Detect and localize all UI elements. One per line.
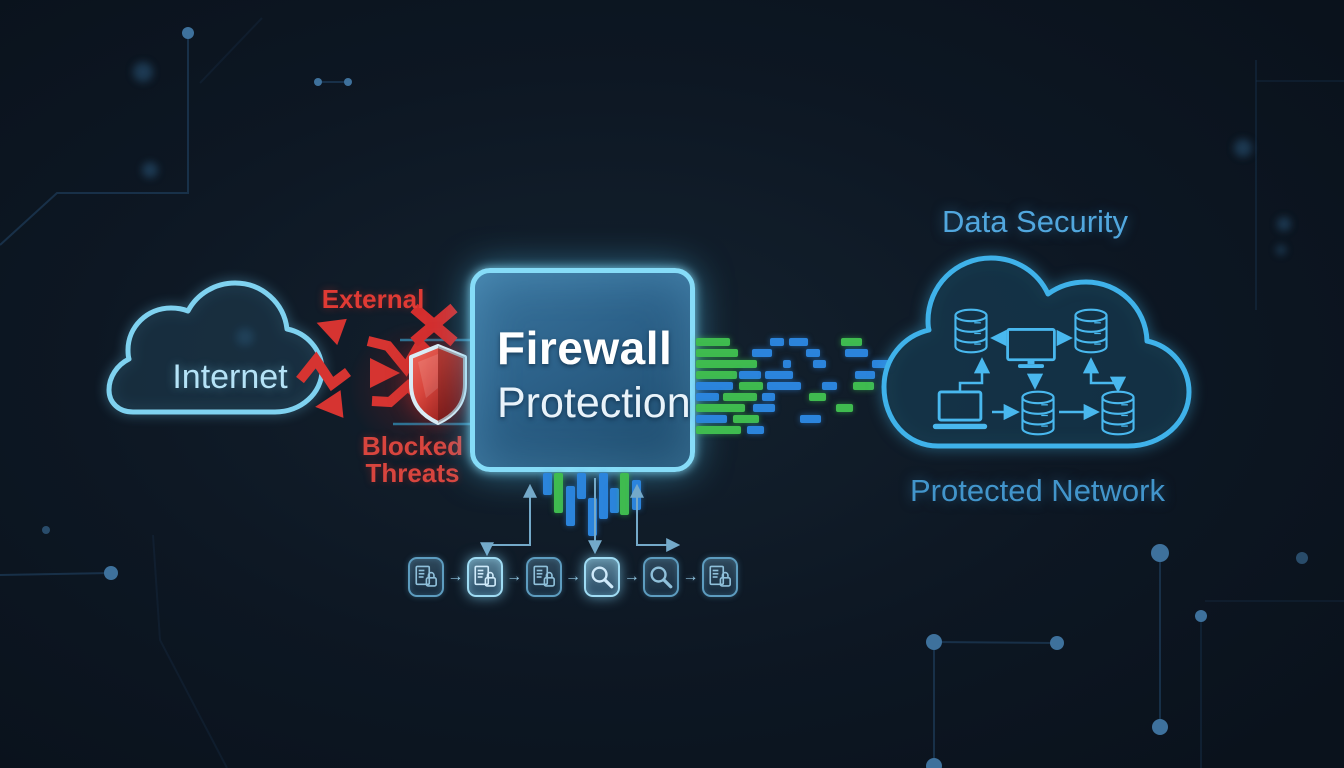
protected-network-label: Protected Network [910,473,1165,508]
packet-bar [806,349,820,357]
laptop-icon [931,390,989,431]
flow-arrow-icon: → [682,568,699,585]
firewall-subtitle: Protection [497,379,691,427]
packet-bar [783,360,791,368]
pipeline-step [525,557,562,597]
traffic-bar [632,480,641,510]
database-icon [1101,390,1135,436]
packet-bar [723,393,757,401]
packet-bar [770,338,784,346]
packet-bar [696,349,738,357]
shield-icon [409,344,467,425]
packet-bar [767,382,801,390]
firewall-title: Firewall [497,322,673,374]
packet-bar [696,404,745,412]
packet-bar [855,371,875,379]
internet-label: Internet [172,358,288,396]
packet-bar [739,382,763,390]
packet-stream [696,336,896,436]
document-lock-icon [707,564,733,590]
packet-bar [836,404,853,412]
database-icon [1021,390,1055,436]
packet-bar [696,360,757,368]
pipeline-step [584,557,621,597]
traffic-bar [620,473,629,515]
packet-bar [752,349,772,357]
packet-bar [696,382,733,390]
packet-bar [841,338,862,346]
external-label: External [321,284,425,314]
blocked-x-icon [410,303,458,347]
protected-network-nodes [931,308,1135,436]
protected-cloud-icon [881,255,1192,449]
traffic-bar [566,486,575,526]
packet-bar [872,360,890,368]
packet-bar [696,426,741,434]
packet-bar [809,393,826,401]
packet-bar [696,415,727,423]
document-lock-icon [413,564,439,590]
pipeline-step [701,557,738,597]
traffic-bar [588,498,597,536]
packet-bar [845,349,868,357]
packet-bar [696,371,737,379]
firewall-box: Firewall Protection [470,268,695,472]
packet-bar [762,393,775,401]
document-lock-icon [531,564,557,590]
security-pipeline: → → → → → [408,554,738,600]
blocked-threats-label: Blocked Threats [350,433,475,487]
flow-arrow-icon: → [623,568,640,585]
data-security-label: Data Security [941,204,1129,239]
packet-bar [739,371,761,379]
packet-bar [733,415,759,423]
packet-bar [747,426,764,434]
pipeline-step [466,557,503,597]
blocked-line1: Blocked [361,431,464,461]
traffic-bar [599,473,608,519]
packet-bar [813,360,826,368]
packet-bar [696,338,730,346]
internet-cloud-icon [106,280,325,415]
packet-bar [753,404,775,412]
packet-bar [789,338,808,346]
search-icon [648,564,674,590]
filtered-traffic-bars [540,473,645,543]
pipeline-step [643,557,680,597]
packet-bar [853,382,874,390]
database-icon [954,308,988,354]
pipeline-step [408,557,444,597]
packet-bar [822,382,837,390]
packet-bar [696,393,719,401]
flow-arrow-icon: → [506,568,523,585]
traffic-bar [543,473,552,495]
flow-arrow-icon: → [564,568,581,585]
packet-bar [765,371,793,379]
traffic-bar [610,488,619,513]
traffic-bar [554,473,563,513]
packet-bar [800,415,821,423]
flow-arrow-icon: → [447,568,464,585]
document-lock-icon [472,564,498,590]
database-icon [1074,308,1108,354]
search-icon [589,564,615,590]
blocked-line2: Threats [365,458,460,488]
monitor-icon [1006,327,1056,370]
traffic-bar [577,473,586,499]
